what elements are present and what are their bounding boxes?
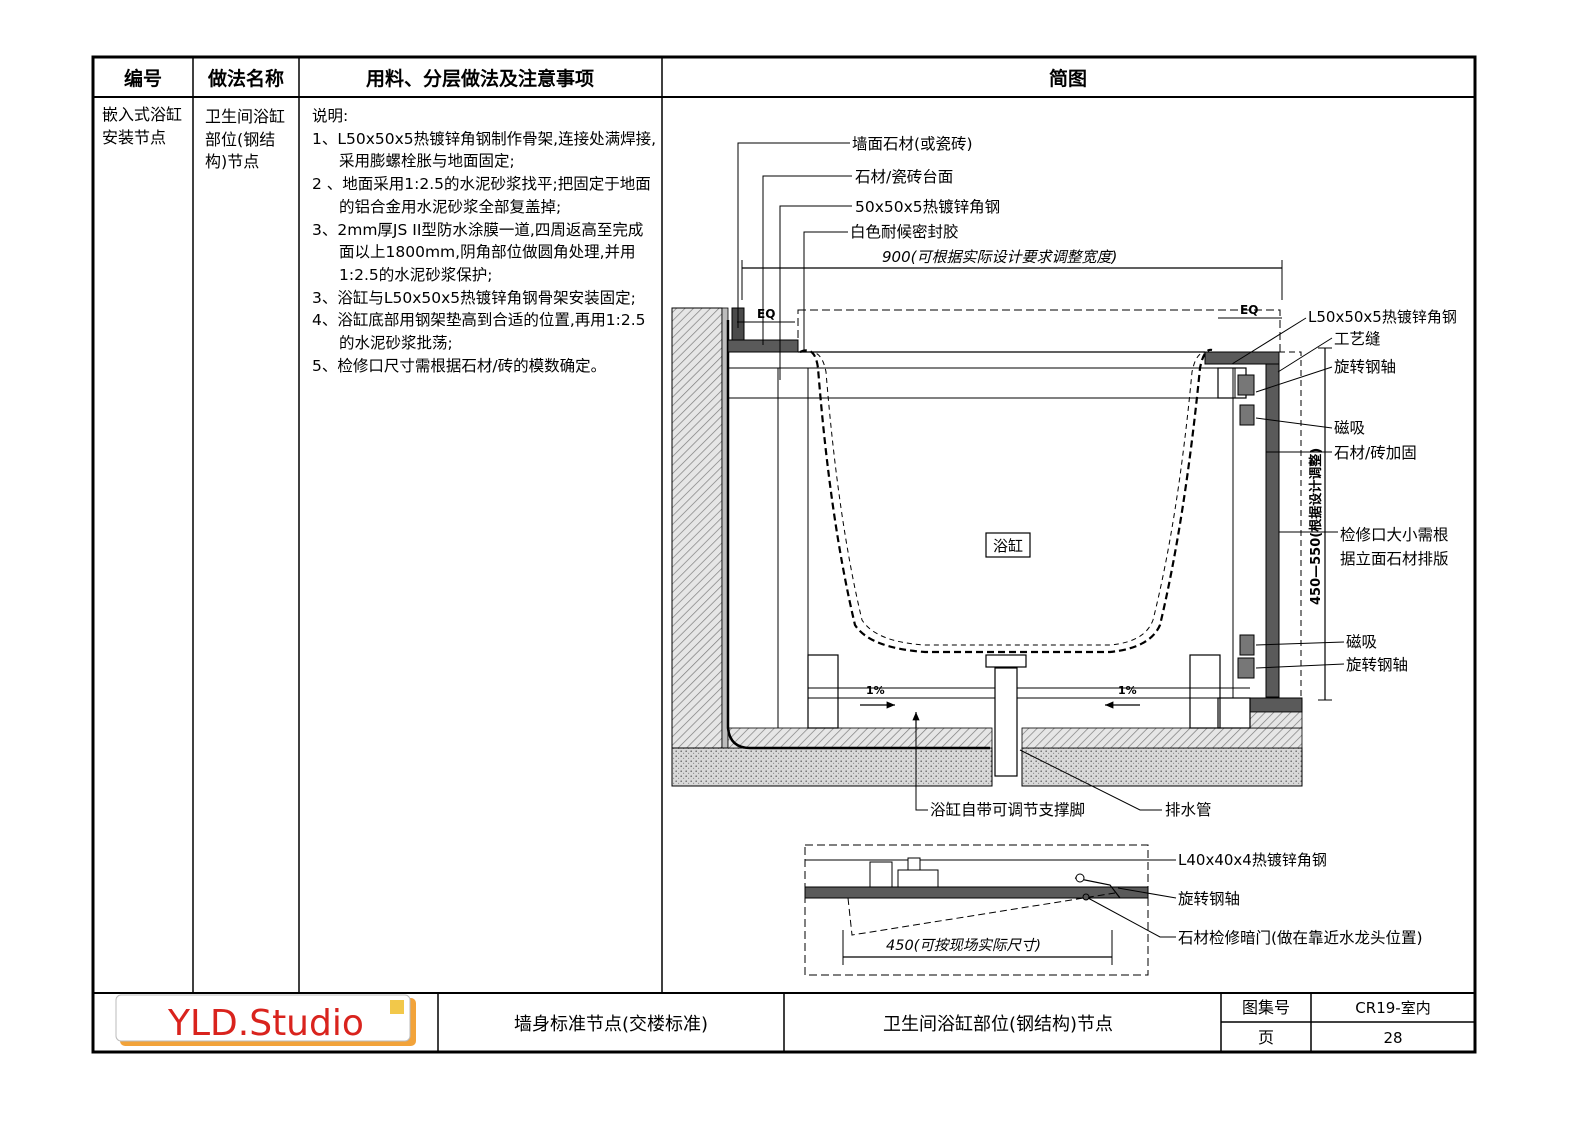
label-magnet-top: 磁吸 <box>1334 419 1365 437</box>
footer-page-label: 页 <box>1258 1028 1274 1047</box>
label-support-feet: 浴缸自带可调节支撑脚 <box>930 800 1085 819</box>
bathtub-section-drawing: 1% 1% 浴缸 墙面石材(或瓷砖) 石材/瓷砖台面 50x50x5热镀锌角钢 … <box>671 135 1457 819</box>
notes-item: 4、浴缸底部用钢架垫高到合适的位置,再用1:2.5的水泥砂浆批荡; <box>312 311 646 353</box>
logo: YLD.Studio <box>115 994 416 1046</box>
footer-atlas-value: CR19-室内 <box>1355 999 1430 1017</box>
cell-code: 嵌入式浴缸安装节点 <box>102 105 183 147</box>
header-method: 做法名称 <box>207 67 284 90</box>
cell-method-name: 卫生间浴缸部位(钢结构)节点 <box>205 107 286 171</box>
label-magnet-bottom: 磁吸 <box>1346 633 1377 651</box>
notes-item: 1、L50x50x5热镀锌角钢制作骨架,连接处满焊接,采用膨螺栓胀与地面固定; <box>312 129 657 171</box>
label-angle-steel-L50: L50x50x5热镀锌角钢 <box>1308 308 1457 326</box>
bathtub-label: 浴缸 <box>993 537 1023 555</box>
label-angle-steel-40: L40x40x4热镀锌角钢 <box>1178 851 1327 869</box>
notes-item: 3、浴缸与L50x50x5热镀锌角钢骨架安装固定; <box>312 288 636 307</box>
header-diagram: 简图 <box>1049 67 1087 90</box>
footer-page-value: 28 <box>1383 1029 1402 1047</box>
label-sealant: 白色耐候密封胶 <box>850 223 959 241</box>
table-frame <box>91 55 1477 1054</box>
label-door-width: 450(可按现场实际尺寸) <box>886 937 1041 954</box>
label-angle-steel-50: 50x50x5热镀锌角钢 <box>855 198 1000 216</box>
notes-item: 2 、地面采用1:2.5的水泥砂浆找平;把固定于地面的铝合金用水泥砂浆全部复盖掉… <box>312 175 651 216</box>
footer-series: 墙身标准节点(交楼标准) <box>514 1014 708 1035</box>
logo-text: YLD.Studio <box>167 1003 364 1044</box>
notes-list: 说明: 1、L50x50x5热镀锌角钢制作骨架,连接处满焊接,采用膨螺栓胀与地面… <box>312 105 657 377</box>
label-stone-counter: 石材/瓷砖台面 <box>855 168 953 186</box>
footer-atlas-label: 图集号 <box>1242 998 1290 1017</box>
header-notes: 用料、分层做法及注意事项 <box>366 67 594 90</box>
label-access-panel-1: 检修口大小需根 <box>1340 526 1449 544</box>
label-width-dimension: 900(可根据实际设计要求调整宽度) <box>882 248 1117 266</box>
footer-drawing-title: 卫生间浴缸部位(钢结构)节点 <box>883 1013 1113 1035</box>
label-wall-stone: 墙面石材(或瓷砖) <box>852 135 973 153</box>
label-eq-right: EQ <box>1240 303 1258 317</box>
label-rotate-axis-bottom: 旋转钢轴 <box>1346 656 1408 674</box>
notes-item: 5、检修口尺寸需根据石材/砖的模数确定。 <box>312 356 607 375</box>
label-drain: 排水管 <box>1165 801 1212 819</box>
label-access-panel-2: 据立面石材排版 <box>1340 550 1449 568</box>
label-eq-left: EQ <box>757 307 775 321</box>
label-craft-seam: 工艺缝 <box>1334 330 1381 348</box>
access-door-detail: 450(可按现场实际尺寸) L40x40x4热镀锌角钢 旋转钢轴 石材检修暗门(… <box>804 844 1423 976</box>
label-stone-reinforce: 石材/砖加固 <box>1334 444 1417 462</box>
header-code: 编号 <box>124 67 162 90</box>
notes-item: 3、2mm厚JS II型防水涂膜一道,四周返高至完成面以上1800mm,阴角部位… <box>312 220 644 284</box>
slope-label-right: 1% <box>1118 684 1137 697</box>
label-rotate-axis-top: 旋转钢轴 <box>1334 358 1396 376</box>
label-rotate-axis-plan: 旋转钢轴 <box>1178 890 1240 908</box>
label-height-dimension: 450—550(根据设计调整) <box>1308 448 1324 605</box>
label-stone-door: 石材检修暗门(做在靠近水龙头位置) <box>1178 929 1423 947</box>
slope-label-left: 1% <box>866 684 885 697</box>
notes-item: 说明: <box>312 107 349 125</box>
